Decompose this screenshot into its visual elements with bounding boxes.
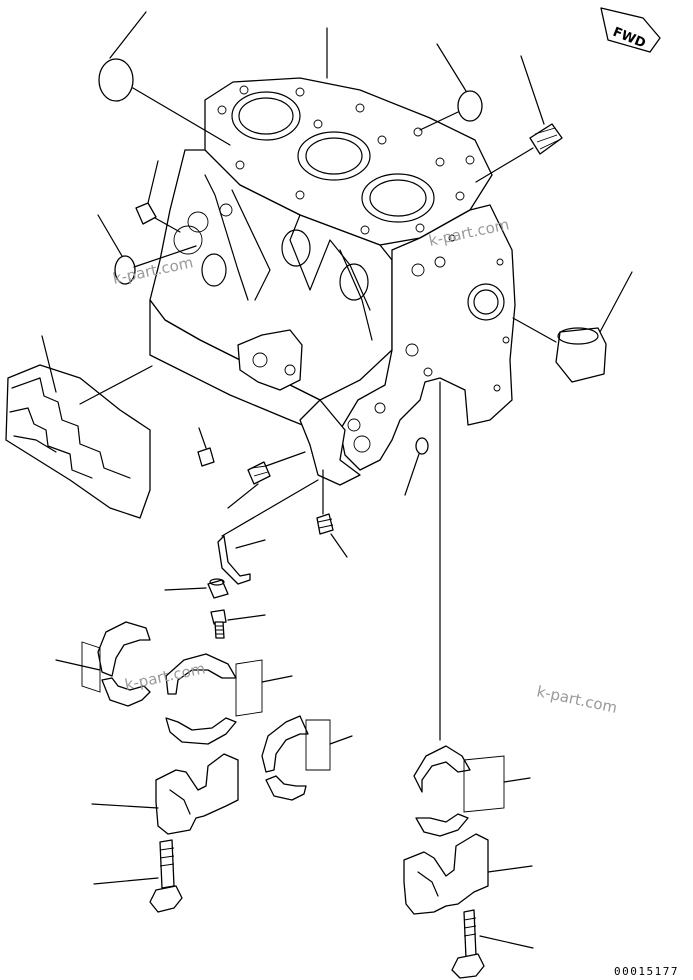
core-plug-right — [457, 90, 483, 122]
plug-lower-right — [415, 437, 429, 455]
block-side-cover — [5, 364, 151, 519]
relief-valve — [207, 578, 229, 599]
core-plug-left — [114, 255, 136, 285]
plug-lower-1 — [197, 447, 215, 467]
main-bearing-upper — [165, 653, 237, 745]
cam-bushing — [555, 327, 607, 383]
cylinder-block — [149, 77, 516, 486]
core-plug-large — [98, 58, 134, 102]
illustration-number: 00015177 — [614, 965, 679, 978]
oil-jet-bolt — [210, 609, 227, 639]
watermark-4: k-part.com — [535, 682, 619, 717]
main-bearing-cap-front — [403, 833, 489, 915]
watermark-3: k-part.com — [123, 659, 207, 694]
main-bearing-cap-bolt-front — [451, 909, 485, 979]
thrust-washer-upper-1 — [97, 621, 151, 707]
oil-jet-pipe — [217, 535, 251, 585]
fwd-arrow-marker: FWD — [600, 7, 661, 53]
plug-lower-2 — [247, 461, 271, 485]
plug-small-left — [135, 202, 157, 225]
main-bearing-front — [413, 745, 471, 837]
thrust-washer-2 — [261, 715, 309, 801]
main-bearing-cap-bolt-1 — [149, 839, 183, 913]
plug-screw-top — [529, 123, 563, 155]
main-bearing-cap-1 — [155, 753, 239, 835]
drain-plug — [316, 513, 334, 535]
